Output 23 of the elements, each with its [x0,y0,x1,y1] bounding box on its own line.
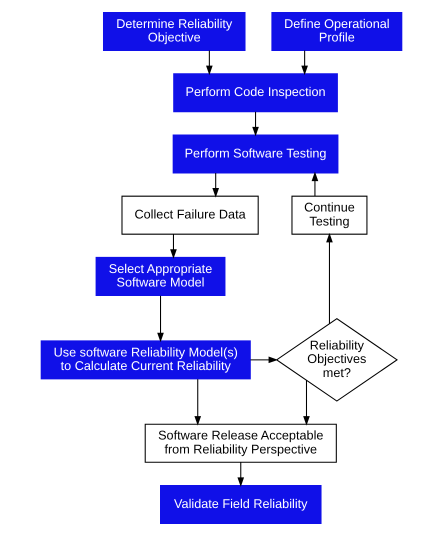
node-diamond: Reliability Objectives met? [275,318,398,402]
arrow [300,50,308,76]
node-box: Software Release Acceptable from Reliability Perspective [144,424,336,463]
node-box: Use software Reliability Model(s) to Calculate Current Reliability [40,340,250,380]
node-box: Define Operational Profile [270,12,402,52]
arrow [194,379,201,426]
arrow [302,380,310,426]
node-box: Collect Failure Data [120,196,258,235]
arrow [326,232,332,324]
node-box: Determine Reliability Objective [102,12,246,52]
arrow [170,234,176,259]
arrow [236,462,244,487]
arrow [311,172,318,196]
arrow [252,112,258,136]
node-box: Perform Code Inspection [172,73,338,112]
node-box: Select Appropriate Software Model [95,256,225,296]
arrow [250,356,278,364]
arrow [212,173,219,198]
node-box: Continue Testing [290,196,367,235]
arrow [206,50,212,76]
arrow [156,296,164,342]
node-box: Validate Field Reliability [160,484,322,524]
node-box: Perform Software Testing [172,134,338,174]
